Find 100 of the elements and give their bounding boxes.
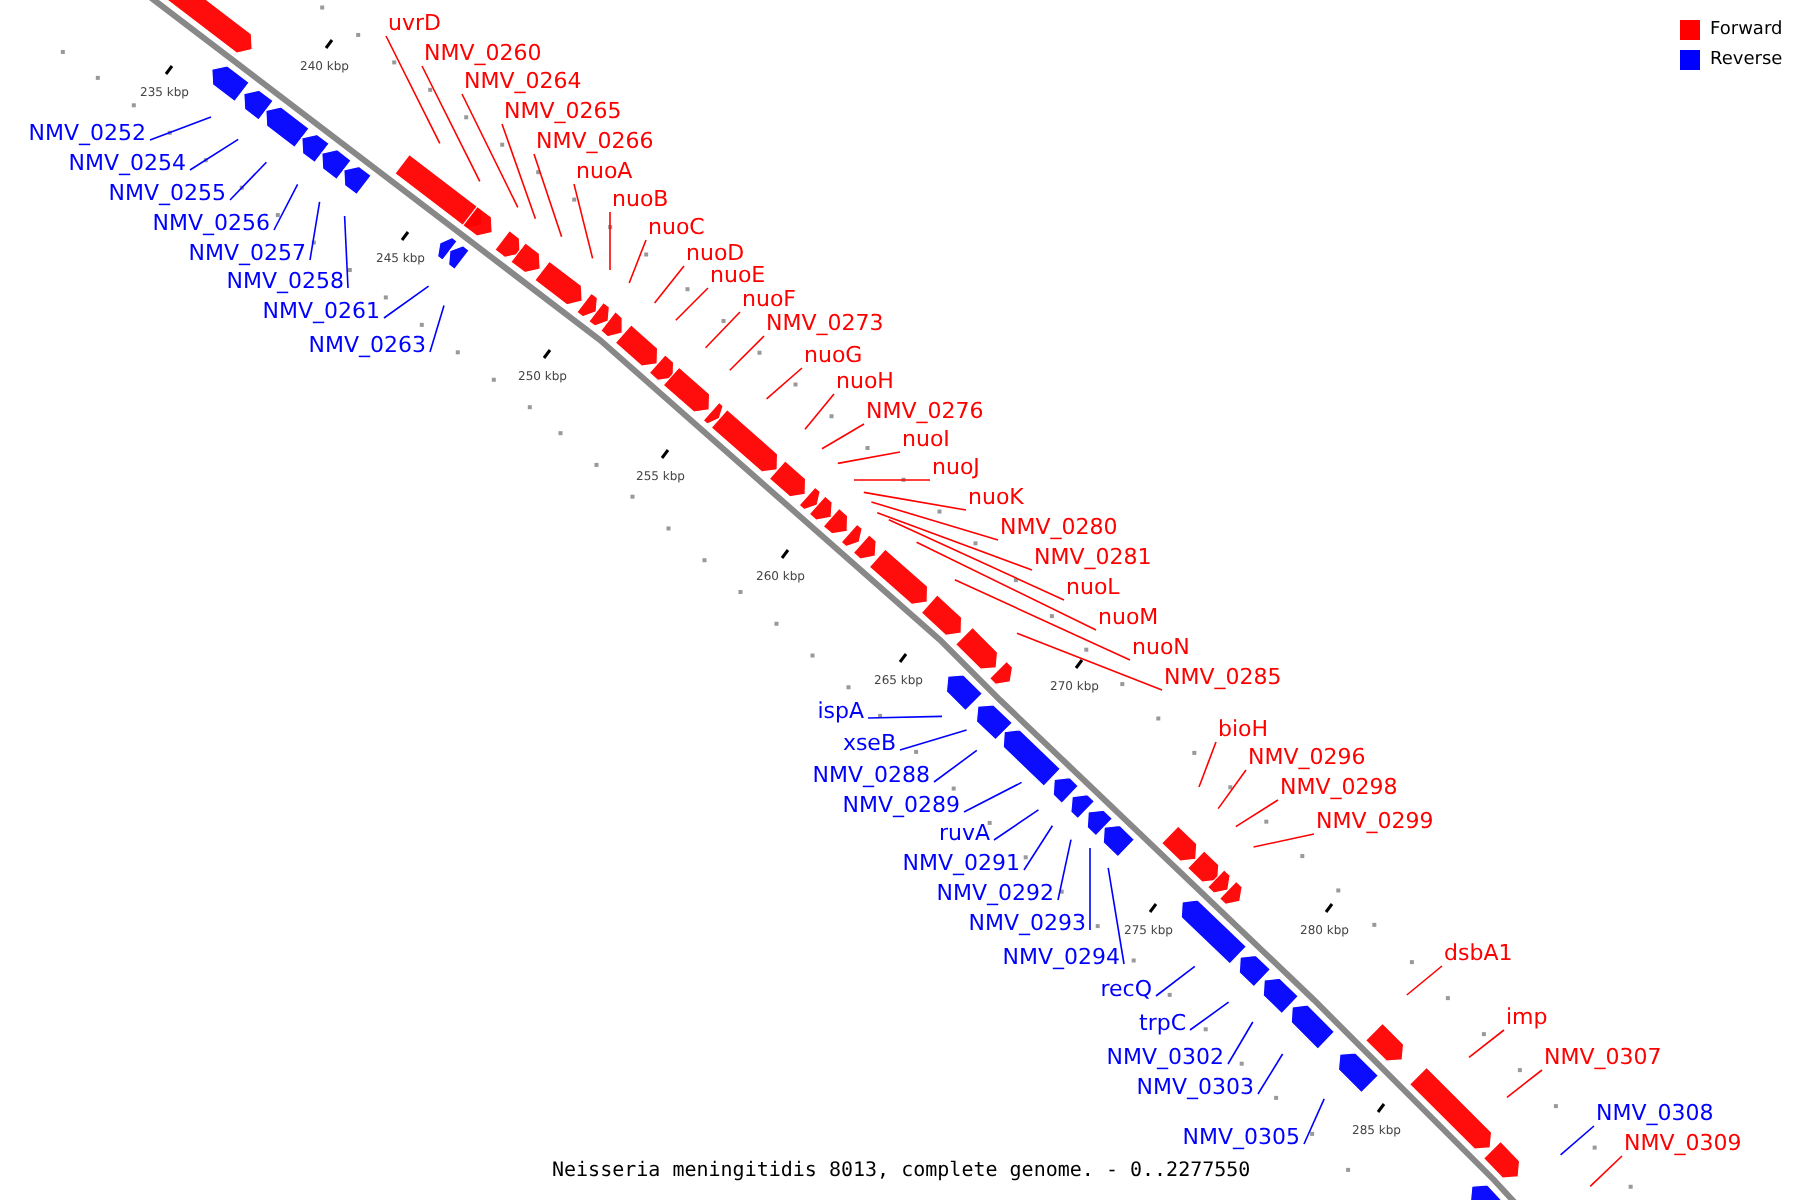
gene-label: NMV_0258 bbox=[226, 268, 344, 294]
gene-label: nuoB bbox=[612, 186, 669, 212]
gene-label: uvrD bbox=[388, 10, 441, 36]
gene-label: NMV_0289 bbox=[842, 792, 960, 818]
gene-label: NMV_0276 bbox=[866, 398, 984, 424]
leader-line bbox=[1107, 867, 1125, 965]
leader-line bbox=[1506, 1069, 1543, 1099]
gene-label: NMV_0299 bbox=[1316, 808, 1434, 834]
gene-label: nuoE bbox=[710, 262, 766, 288]
gene-label: NMV_0293 bbox=[968, 910, 1086, 936]
gene-label: ispA bbox=[817, 698, 864, 724]
gene-label: NMV_0252 bbox=[28, 120, 146, 146]
leader-line bbox=[933, 749, 978, 783]
gene-label: NMV_0255 bbox=[108, 180, 226, 206]
gene-label: NMV_0257 bbox=[188, 240, 306, 266]
gene-label: nuoL bbox=[1066, 574, 1120, 600]
leader-line bbox=[461, 93, 519, 209]
gene-label: dsbA1 bbox=[1444, 940, 1513, 966]
gene-label: NMV_0298 bbox=[1280, 774, 1398, 800]
gene-label: nuoN bbox=[1132, 634, 1190, 660]
gene-label: nuoK bbox=[968, 484, 1024, 510]
leader-line bbox=[421, 65, 481, 183]
leader-line bbox=[1235, 799, 1279, 828]
leader-line bbox=[501, 123, 537, 220]
leader-line bbox=[963, 781, 1023, 813]
leader-line bbox=[573, 183, 594, 260]
leader-line bbox=[149, 116, 212, 141]
gene-label: NMV_0296 bbox=[1248, 744, 1366, 770]
leader-line bbox=[915, 541, 1097, 631]
leader-line bbox=[821, 423, 865, 450]
leader-line bbox=[899, 729, 968, 751]
gene-label: NMV_0285 bbox=[1164, 664, 1282, 690]
leader-line bbox=[888, 519, 1065, 601]
leader-line bbox=[804, 393, 835, 430]
leader-line bbox=[1217, 769, 1247, 810]
leader-line bbox=[867, 715, 943, 719]
leader-line bbox=[533, 153, 563, 238]
leader-line bbox=[1559, 1125, 1595, 1156]
leader-line bbox=[383, 285, 430, 319]
gene-label: nuoM bbox=[1098, 604, 1159, 630]
gene-label: NMV_0263 bbox=[308, 332, 426, 358]
leader-line bbox=[876, 512, 1033, 571]
gene-label: nuoI bbox=[902, 426, 950, 452]
leader-line bbox=[1155, 965, 1196, 997]
leader-line bbox=[1468, 1029, 1505, 1059]
leader-line bbox=[765, 367, 803, 400]
gene-label: recQ bbox=[1100, 976, 1152, 1002]
gene-label: bioH bbox=[1218, 716, 1269, 742]
gene-label: NMV_0280 bbox=[1000, 514, 1118, 540]
leader-line bbox=[863, 491, 967, 511]
gene-label: imp bbox=[1506, 1004, 1548, 1030]
gene-label: nuoH bbox=[836, 368, 894, 394]
gene-label: nuoJ bbox=[932, 454, 980, 480]
gene-label: NMV_0305 bbox=[1182, 1124, 1300, 1150]
leader-line bbox=[1589, 1155, 1623, 1188]
gene-label: NMV_0288 bbox=[812, 762, 930, 788]
leader-line bbox=[954, 579, 1131, 661]
leader-line bbox=[653, 265, 685, 304]
leader-line bbox=[993, 809, 1040, 841]
gene-label: NMV_0307 bbox=[1544, 1044, 1662, 1070]
leader-line bbox=[1406, 965, 1443, 996]
legend-label: Forward bbox=[1710, 20, 1783, 42]
leader-line bbox=[837, 451, 901, 465]
leader-line bbox=[729, 335, 765, 371]
gene-label: NMV_0302 bbox=[1106, 1044, 1224, 1070]
gene-label: NMV_0265 bbox=[504, 98, 622, 124]
gene-label: ruvA bbox=[938, 820, 990, 846]
leader-line bbox=[1303, 1098, 1325, 1145]
leader-line bbox=[1057, 838, 1072, 901]
gene-label: NMV_0273 bbox=[766, 310, 884, 336]
gene-label: NMV_0308 bbox=[1596, 1100, 1714, 1126]
leader-line bbox=[189, 138, 239, 171]
leader-line bbox=[229, 161, 268, 201]
leader-line bbox=[1016, 632, 1163, 691]
leader-line bbox=[1198, 741, 1217, 788]
leader-line bbox=[628, 239, 647, 284]
leader-line bbox=[385, 35, 441, 145]
leader-line bbox=[1189, 1001, 1230, 1031]
gene-label: NMV_0294 bbox=[1002, 944, 1120, 970]
leader-line bbox=[273, 183, 299, 231]
gene-label: nuoA bbox=[576, 158, 633, 184]
gene-label: NMV_0254 bbox=[68, 150, 186, 176]
leader-line bbox=[1023, 825, 1054, 871]
leader-line bbox=[1252, 833, 1315, 848]
gene-label: NMV_0292 bbox=[936, 880, 1054, 906]
gene-label: NMV_0264 bbox=[464, 68, 582, 94]
leader-line bbox=[870, 501, 999, 541]
gene-label: NMV_0260 bbox=[424, 40, 542, 66]
gene-label: nuoC bbox=[648, 214, 705, 240]
gene-label: nuoG bbox=[804, 342, 863, 368]
leader-line bbox=[1227, 1021, 1254, 1065]
leader-line bbox=[343, 215, 349, 289]
leader-line bbox=[309, 201, 321, 261]
gene-label: trpC bbox=[1139, 1010, 1186, 1036]
gene-label: NMV_0309 bbox=[1624, 1130, 1742, 1156]
gene-label: nuoF bbox=[742, 286, 797, 312]
leader-line bbox=[1089, 847, 1091, 931]
leader-line bbox=[853, 479, 931, 481]
gene-label: NMV_0256 bbox=[152, 210, 270, 236]
gene-label: NMV_0266 bbox=[536, 128, 654, 154]
